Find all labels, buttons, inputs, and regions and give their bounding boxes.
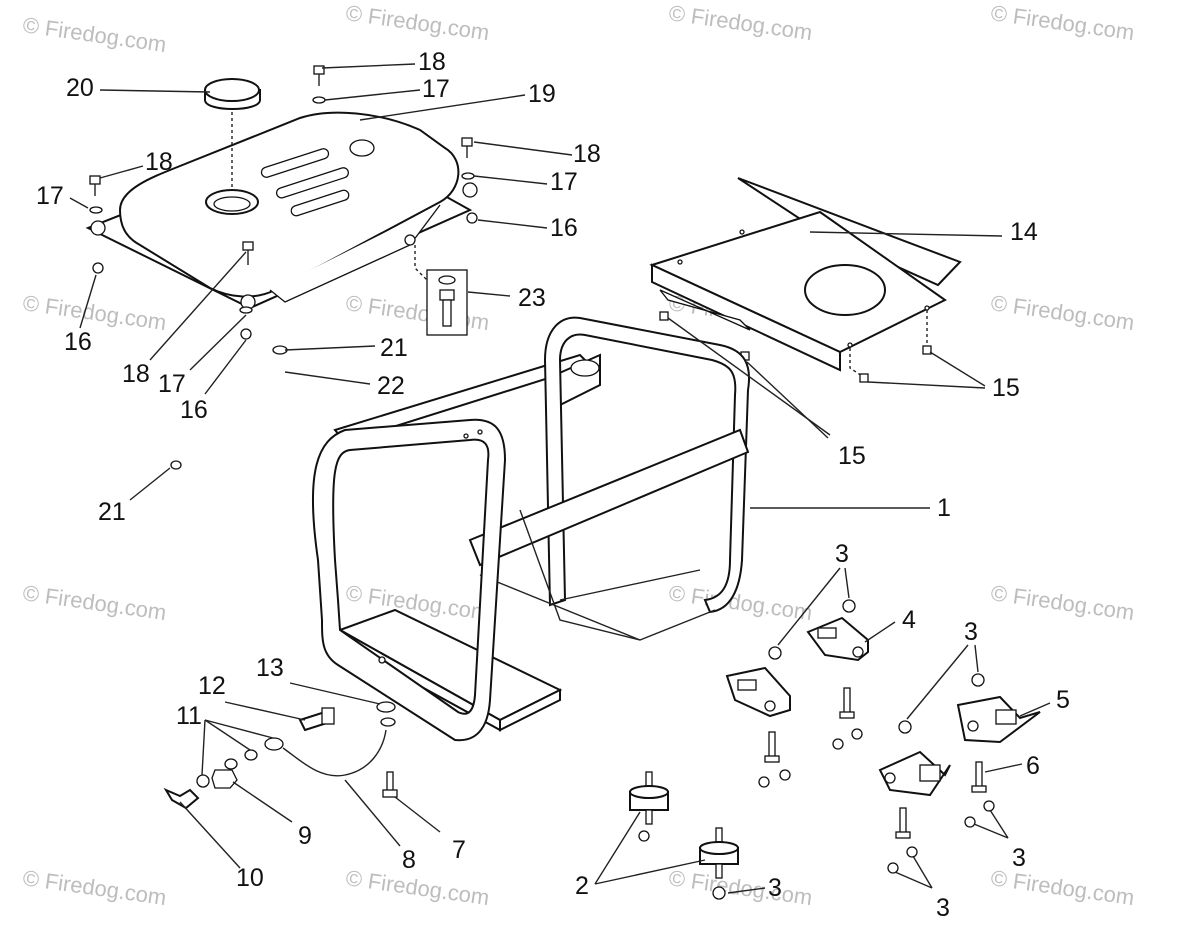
watermark: © Firedog.com: [344, 580, 491, 625]
callout-17: 17: [158, 370, 186, 398]
callout-9: 9: [298, 822, 312, 850]
callout-19: 19: [528, 80, 556, 108]
callout-1: 1: [937, 494, 951, 522]
callout-3: 3: [835, 540, 849, 568]
watermark: © Firedog.com: [21, 12, 168, 57]
watermark: © Firedog.com: [989, 290, 1136, 335]
callout-18: 18: [122, 360, 150, 388]
callout-10: 10: [236, 864, 264, 892]
watermark: © Firedog.com: [21, 290, 168, 335]
callout-17: 17: [36, 182, 64, 210]
callout-22: 22: [377, 372, 405, 400]
watermark: © Firedog.com: [344, 290, 491, 335]
rubber-mounts: [629, 771, 739, 900]
callout-16: 16: [180, 396, 208, 424]
watermark: © Firedog.com: [667, 0, 814, 45]
ground-hardware: [163, 701, 398, 810]
callout-12: 12: [198, 672, 226, 700]
watermark: © Firedog.com: [989, 0, 1136, 45]
callout-3: 3: [768, 874, 782, 902]
leader-lines: [69, 63, 1051, 894]
fuel-cap: [204, 78, 261, 190]
callout-18: 18: [418, 48, 446, 76]
fuel-tank: [85, 111, 478, 310]
watermark: © Firedog.com: [21, 580, 168, 625]
callout-14: 14: [1010, 218, 1038, 246]
fuel-hose: [170, 345, 288, 470]
callout-15: 15: [838, 442, 866, 470]
callout-21: 21: [98, 498, 126, 526]
callout-13: 13: [256, 654, 284, 682]
watermark-layer: © Firedog.com © Firedog.com © Firedog.co…: [21, 0, 1136, 910]
callout-20: 20: [66, 74, 94, 102]
frame: [312, 316, 750, 742]
watermark: © Firedog.com: [344, 865, 491, 910]
callout-2: 2: [575, 872, 589, 900]
callout-3: 3: [936, 894, 950, 922]
callout-23: 23: [518, 284, 546, 312]
callout-6: 6: [1026, 752, 1040, 780]
callout-7: 7: [452, 836, 466, 864]
callout-17: 17: [422, 75, 450, 103]
callout-3: 3: [964, 618, 978, 646]
callout-21: 21: [380, 334, 408, 362]
fuel-valve: [414, 245, 468, 336]
callout-4: 4: [902, 606, 916, 634]
callout-17: 17: [550, 168, 578, 196]
callout-16: 16: [64, 328, 92, 356]
watermark: © Firedog.com: [21, 865, 168, 910]
callout-5: 5: [1056, 686, 1070, 714]
watermark: © Firedog.com: [667, 865, 814, 910]
callout-3: 3: [1012, 844, 1026, 872]
callout-labels: 20 18 17 19 18 17 18 17 16 14 23 16 18 1…: [36, 48, 1070, 922]
watermark: © Firedog.com: [344, 0, 491, 45]
callout-11: 11: [176, 702, 202, 730]
callout-18: 18: [573, 140, 601, 168]
callout-16: 16: [550, 214, 578, 242]
callout-8: 8: [402, 846, 416, 874]
watermark: © Firedog.com: [667, 580, 814, 625]
cover-plate: [649, 177, 962, 383]
watermark: © Firedog.com: [989, 580, 1136, 625]
callout-15: 15: [992, 374, 1020, 402]
mount-brackets: [725, 599, 1041, 874]
callout-18: 18: [145, 148, 173, 176]
